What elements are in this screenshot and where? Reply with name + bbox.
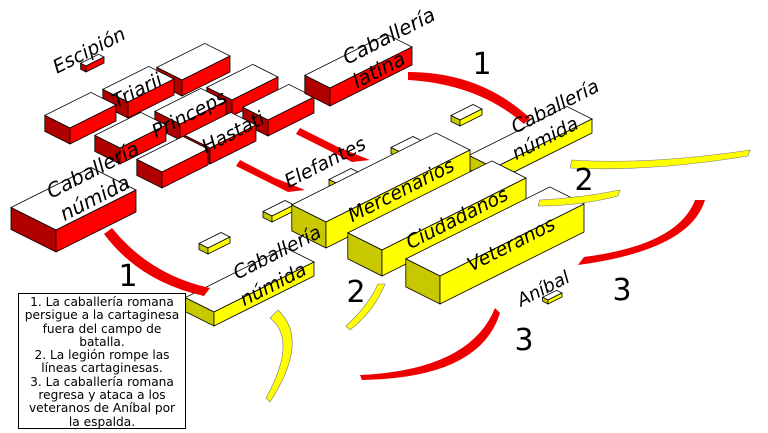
movement-arrows (104, 72, 751, 403)
label-anibal: Aníbal (513, 267, 573, 312)
legend-line: líneas cartaginesas. (41, 361, 163, 376)
phase-2-center: 2 (346, 275, 365, 310)
arrow-numida-flee-down (265, 309, 293, 403)
arrow-return-right (578, 200, 705, 265)
arrow-roman-numida-chase (104, 228, 210, 296)
legend-line: 2. La legión rompe las (34, 348, 170, 363)
legend-line: fuera del campo de (42, 321, 162, 336)
legend-line: 3. La caballería romana (30, 374, 174, 389)
arrow-numida-flee-right (569, 149, 751, 170)
legend-line: 1. La caballería romana (30, 295, 174, 309)
phase-3-right: 3 (612, 273, 631, 308)
elephant-1 (450, 104, 483, 127)
phase-2-right: 2 (574, 163, 593, 198)
legend-line: persigue a la cartaginesa (24, 308, 180, 323)
triarii-block-2 (101, 65, 175, 119)
arrow-ciudadanos-rout (537, 189, 621, 207)
legend-line: regresa y ataca a los (38, 388, 166, 403)
arrow-mercenarios-rout (345, 283, 386, 331)
legend-line: batalla. (79, 334, 125, 349)
caballeria-numida-center-block (184, 247, 315, 327)
phase-1-left: 1 (118, 259, 137, 294)
arrow-triarii-advance (296, 128, 370, 162)
caballeria-latina-block (303, 33, 413, 107)
phase-3-bottom: 3 (514, 323, 533, 358)
arrow-latina-chase (408, 72, 530, 124)
princeps-block-2 (43, 91, 117, 145)
caballeria-numida-roman-block (10, 167, 137, 253)
legend-line: veteranos de Aníbal por (28, 401, 176, 416)
anibal-block (541, 289, 563, 305)
ciudadanos-block (346, 160, 527, 277)
elephant-4 (262, 200, 295, 223)
princeps-block-3 (153, 87, 227, 141)
mercenarios-block (290, 132, 471, 249)
elephant-5 (198, 232, 231, 255)
escipion-block (79, 53, 105, 73)
veteranos-block (404, 186, 585, 305)
arrow-hastati-advance (236, 160, 305, 192)
phase-1-top: 1 (472, 47, 491, 82)
hastati-block-2 (93, 111, 167, 165)
legend-line: la espalda. (68, 414, 136, 429)
hastati-block-1 (241, 83, 315, 137)
arrow-return-bottom (360, 308, 500, 380)
hastati-block-4 (135, 135, 209, 189)
